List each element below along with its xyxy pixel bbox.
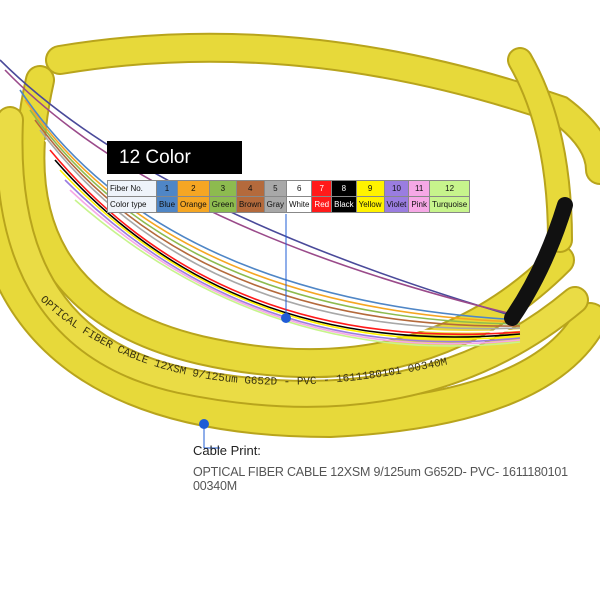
cable-print-text: OPTICAL FIBER CABLE 12XSM 9/125um G652D-… xyxy=(193,465,568,493)
color-name-cell: Brown xyxy=(235,196,265,213)
color-name-cell: Red xyxy=(311,196,333,213)
pointer-dot-cable xyxy=(199,419,209,429)
fiber-no-cell: 11 xyxy=(408,180,430,197)
fiber-no-cell: 7 xyxy=(311,180,333,197)
fiber-no-cell: 12 xyxy=(428,180,471,197)
fiber-no-cell: 10 xyxy=(383,180,410,197)
fiber-no-cell: 5 xyxy=(263,180,287,197)
color-name-cell: Pink xyxy=(408,196,430,213)
cable-print-heading: Cable Print: xyxy=(193,443,261,458)
color-name-cell: Orange xyxy=(177,196,210,213)
fiber-number-row: Fiber No. 1 2 3 4 5 6 7 8 9 10 11 12 xyxy=(107,180,471,197)
fiber-no-header: Fiber No. xyxy=(107,180,157,197)
color-name-cell: Blue xyxy=(155,196,179,213)
color-name-cell: Green xyxy=(208,196,237,213)
fiber-no-cell: 3 xyxy=(208,180,237,197)
color-name-cell: Violet xyxy=(383,196,410,213)
fiber-no-cell: 1 xyxy=(155,180,179,197)
fiber-no-cell: 8 xyxy=(331,180,357,197)
color-type-header: Color type xyxy=(107,196,157,213)
color-name-cell: White xyxy=(285,196,313,213)
fiber-no-cell: 9 xyxy=(355,180,385,197)
color-name-cell: Turquoise xyxy=(428,196,471,213)
color-code-table: Fiber No. 1 2 3 4 5 6 7 8 9 10 11 12 Col… xyxy=(107,180,471,213)
color-code-title: 12 Color Code: xyxy=(107,141,242,201)
black-sheath xyxy=(504,197,573,326)
pointer-dot-fiber xyxy=(281,313,291,323)
fiber-no-cell: 2 xyxy=(177,180,210,197)
fiber-no-cell: 6 xyxy=(285,180,313,197)
color-name-cell: Yellow xyxy=(355,196,385,213)
color-type-row: Color type Blue Orange Green Brown Gray … xyxy=(107,196,471,213)
color-name-cell: Gray xyxy=(263,196,287,213)
color-name-cell: Black xyxy=(331,196,357,213)
yellow-cable xyxy=(0,32,600,439)
fiber-no-cell: 4 xyxy=(235,180,265,197)
